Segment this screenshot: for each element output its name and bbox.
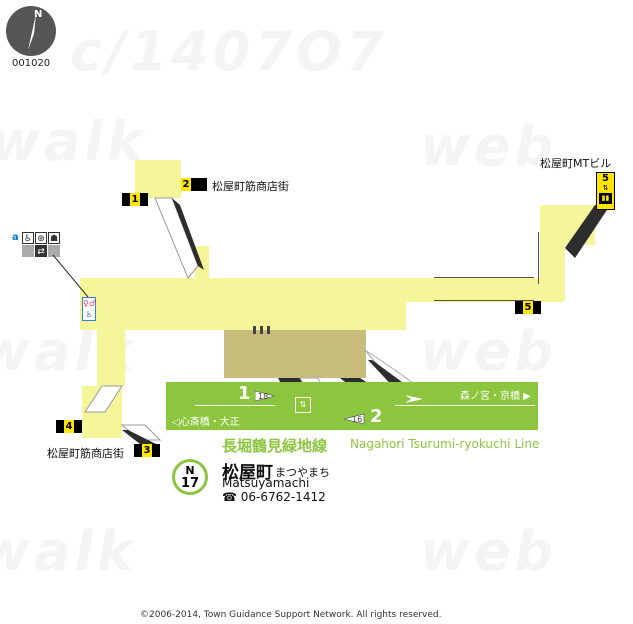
car-2-number: 16 bbox=[352, 415, 363, 424]
station-name-kana: まつやまち bbox=[275, 466, 330, 479]
car-1-number: 18 bbox=[258, 392, 269, 401]
exit-1-badge: 1 bbox=[122, 193, 148, 206]
stroller-icon: ⊕ bbox=[35, 232, 47, 244]
platform-center-line bbox=[195, 405, 275, 406]
concourse-edge bbox=[434, 300, 534, 301]
escalator-sign-icon: ⇄ bbox=[35, 245, 47, 257]
exit-5-badge: 5 bbox=[515, 301, 541, 314]
elevator-small-icon: ⇅ bbox=[602, 184, 609, 192]
station-number: 17 bbox=[180, 476, 200, 491]
compass-needle-icon bbox=[28, 14, 36, 50]
concourse-edge bbox=[434, 277, 534, 278]
track-2-number: 2 bbox=[370, 406, 383, 427]
exit-2-badge: 2 bbox=[181, 178, 207, 191]
track-1-number: 1 bbox=[238, 383, 251, 404]
watermark-text: walk bbox=[0, 110, 147, 173]
stair-exit-4 bbox=[84, 385, 123, 413]
facility-tag: a bbox=[12, 232, 19, 243]
fare-gate-area bbox=[224, 330, 366, 378]
wheelchair-icon: ♿ bbox=[22, 232, 34, 244]
watermark-text: c/1407O7 bbox=[70, 20, 388, 83]
gray-tile bbox=[48, 245, 60, 257]
watermark-text: web bbox=[420, 520, 558, 583]
stair-exit-5 bbox=[565, 205, 607, 258]
ticket-gate-icon bbox=[253, 326, 270, 334]
line-name-en: Nagahori Tsurumi-ryokuchi Line bbox=[350, 437, 540, 451]
elevator-person-icon: ☗ bbox=[48, 232, 60, 244]
exit-5-mt-label: 松屋町MTビル bbox=[540, 157, 612, 170]
platform-arrow-icon bbox=[405, 395, 423, 403]
track-2-arrow-icon bbox=[343, 413, 365, 425]
station-name-ja: 松屋町 bbox=[222, 463, 273, 483]
escalator-icon: ⇅ bbox=[295, 397, 311, 413]
exit-3-label: 松屋町筋商店街 bbox=[47, 447, 124, 460]
direction-left: ◁心斎橋・大正 bbox=[172, 417, 240, 428]
watermark-text: walk bbox=[0, 520, 137, 583]
exit-4-badge: 4 bbox=[56, 420, 82, 433]
platform bbox=[166, 382, 538, 430]
station-name-en: Matsuyamachi bbox=[222, 476, 310, 490]
compass: N bbox=[6, 6, 56, 56]
gray-tile bbox=[22, 245, 34, 257]
stair-exit-1-shade bbox=[172, 198, 204, 270]
exit-5-mt-badge: 5 ⇅ ▮▮ bbox=[596, 172, 615, 210]
stair-exit-3-shade bbox=[122, 430, 158, 445]
watermark-text: web bbox=[420, 320, 558, 383]
track-1-arrow-icon bbox=[255, 390, 276, 402]
elevator-icon: ▮▮ bbox=[599, 193, 612, 204]
copyright: ©2006-2014, Town Guidance Support Networ… bbox=[140, 610, 442, 620]
map-code: 001020 bbox=[12, 58, 51, 69]
exit-2-label: 松屋町筋商店街 bbox=[212, 180, 289, 193]
concourse-edge bbox=[538, 232, 539, 284]
exit-3-badge: 3 bbox=[134, 444, 160, 457]
compass-north-label: N bbox=[34, 9, 43, 20]
line-code: N bbox=[185, 464, 195, 477]
station-phone: ☎ 06-6762-1412 bbox=[222, 490, 326, 504]
watermark-text: web bbox=[420, 115, 558, 178]
direction-right: 森ノ宮・京橋 ▶ bbox=[460, 391, 531, 402]
restroom-icon: ♀♂♿ bbox=[82, 297, 97, 321]
station-number-badge: N 17 bbox=[172, 459, 208, 495]
leader-line bbox=[52, 254, 89, 298]
platform-center-line bbox=[395, 405, 535, 406]
line-name-ja: 長堀鶴見緑地線 bbox=[222, 437, 328, 455]
